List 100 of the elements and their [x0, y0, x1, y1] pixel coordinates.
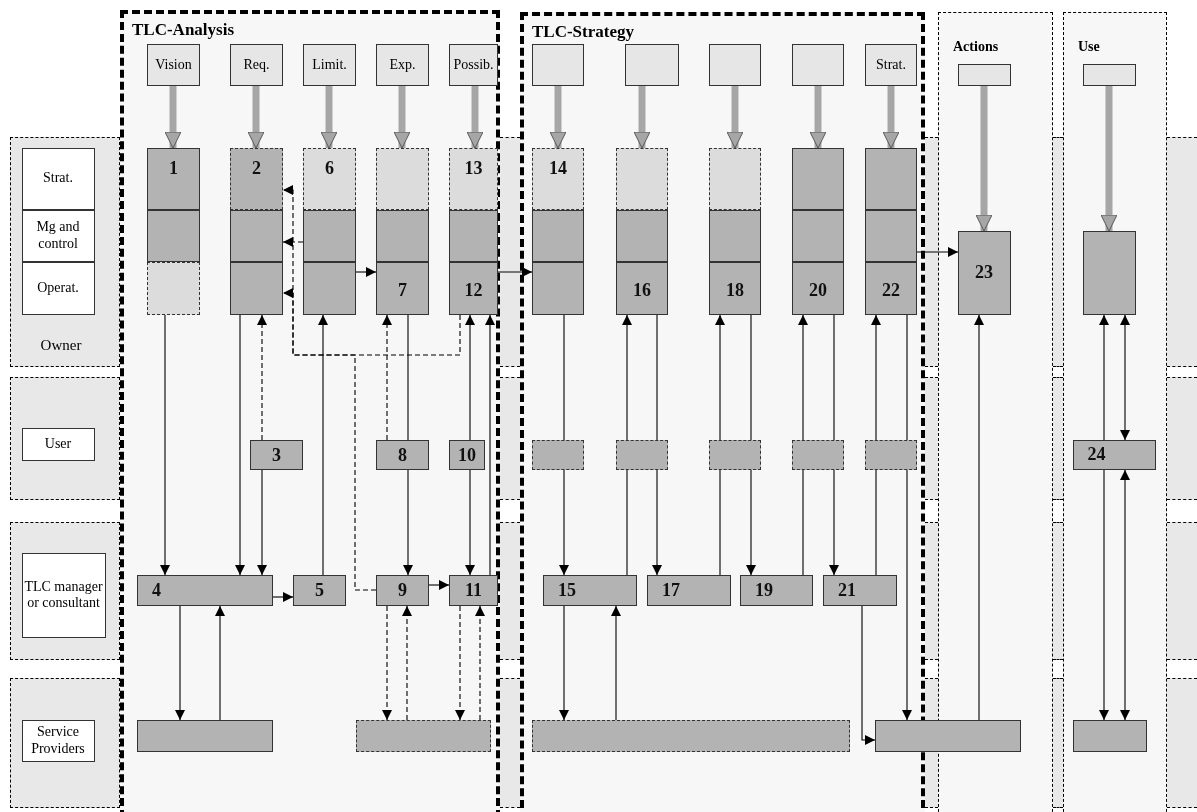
dashed-arrow [475, 605, 485, 721]
step-number: 11 [465, 580, 482, 601]
arrow [428, 580, 450, 590]
step-column [865, 148, 917, 315]
step-number: 13 [463, 158, 484, 179]
process-box [532, 440, 584, 470]
arrow [235, 314, 245, 576]
step-number: 21 [838, 580, 856, 601]
phase-title: TLC-Strategy [532, 22, 634, 42]
arrow [465, 469, 475, 576]
connector-line [750, 314, 752, 441]
step-column [792, 148, 844, 315]
step-number: 2 [251, 158, 262, 179]
role-label: Operat. [37, 279, 79, 297]
role-label: User [44, 435, 72, 453]
lane-band [10, 678, 120, 808]
step-number: 15 [558, 580, 576, 601]
process-box [356, 720, 491, 752]
arrow [559, 469, 569, 576]
header-box [1082, 63, 1136, 86]
header-label: Possib. [453, 56, 494, 74]
process-box [616, 440, 668, 470]
block-arrow [247, 86, 265, 149]
arrow [403, 469, 413, 576]
role-label: Service Providers [30, 724, 86, 757]
role-label: Mg and control [35, 219, 81, 252]
step-column [147, 148, 200, 315]
step-number: 20 [808, 280, 828, 301]
role-box [21, 147, 95, 210]
role-label: Strat. [43, 170, 73, 187]
block-arrow [320, 86, 338, 149]
step-number: 5 [315, 580, 324, 601]
connector-line [719, 469, 721, 576]
step-column [449, 148, 498, 315]
arrow [175, 605, 185, 721]
arrow [916, 247, 959, 257]
connector-line [906, 314, 908, 441]
header-box [303, 44, 356, 86]
phase-panel [520, 12, 925, 812]
process-box [1072, 719, 1147, 752]
process-box [865, 440, 917, 470]
arrow [465, 314, 475, 441]
step-column [709, 148, 761, 315]
arrow [1099, 314, 1109, 441]
header-box [625, 44, 679, 86]
step-number: 3 [272, 444, 281, 466]
dashed-arrow [402, 605, 412, 721]
phase-title: TLC-Analysis [132, 20, 235, 40]
dashed-arrow [382, 605, 392, 721]
role-box [21, 719, 95, 762]
block-arrow [882, 86, 900, 149]
step-number: 24 [1087, 444, 1106, 465]
step-number: 16 [632, 280, 652, 301]
lane-band [10, 522, 120, 660]
arrow [257, 469, 267, 576]
arrow [871, 314, 881, 441]
step-column [376, 148, 429, 315]
process-box [293, 575, 346, 606]
process-box [740, 575, 813, 606]
connector-line [626, 469, 628, 576]
block-arrow [809, 86, 827, 149]
arrow [272, 592, 294, 602]
arrow [974, 314, 984, 721]
arrow [611, 605, 621, 721]
arrow [902, 469, 912, 721]
step-number: 14 [548, 158, 568, 179]
phase-title: Actions [953, 39, 999, 55]
process-box [376, 575, 429, 606]
step-number: 23 [975, 262, 993, 283]
step-number: 7 [397, 280, 408, 301]
lane-band [10, 377, 120, 500]
arrow [652, 469, 662, 576]
header-label: Exp. [389, 56, 416, 74]
phase-panel [938, 12, 1053, 812]
dashed-arrow [257, 314, 267, 441]
connector-line [563, 314, 565, 441]
process-box [137, 720, 273, 752]
arrow [622, 314, 632, 441]
connector-line [833, 314, 835, 441]
arrow [355, 267, 377, 277]
header-label: Strat. [876, 56, 906, 74]
process-box [957, 230, 1011, 315]
arrow [715, 314, 725, 441]
header-box [792, 44, 844, 86]
dashed-arrow [382, 314, 392, 441]
role-box [21, 427, 95, 461]
header-box [230, 44, 283, 86]
arrow [1099, 469, 1109, 721]
arrow [160, 314, 170, 576]
header-box [709, 44, 761, 86]
step-number: 22 [881, 280, 901, 301]
step-number: 12 [463, 280, 484, 301]
double-arrow [1120, 469, 1130, 721]
header-box [957, 63, 1011, 86]
double-arrow [1120, 314, 1130, 441]
arrow [215, 605, 225, 721]
process-box [792, 440, 844, 470]
step-column [616, 148, 668, 315]
header-label: Req. [243, 56, 270, 74]
step-column [532, 148, 584, 315]
